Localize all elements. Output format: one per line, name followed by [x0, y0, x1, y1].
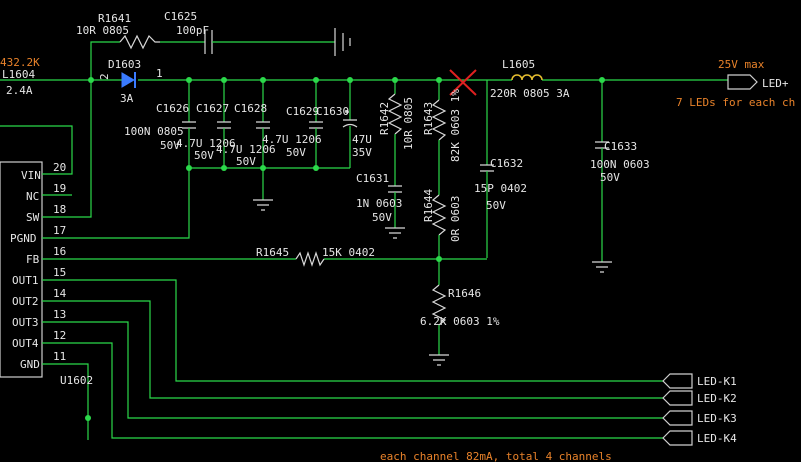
- c1628-ref: C1628: [234, 102, 267, 115]
- d1603-symbol: [121, 72, 136, 88]
- c1628-value: 4.7U 1206: [216, 143, 276, 156]
- l1605-value: 220R 0805 3A: [490, 87, 570, 100]
- c1627-value: 4.7U 1206: [176, 137, 236, 150]
- c1632-ref: C1632: [490, 157, 523, 170]
- c1629-value: 4.7U 1206: [262, 133, 322, 146]
- c1626-voltage: 50V: [160, 139, 180, 152]
- pin-14-name: OUT2: [12, 295, 39, 308]
- pin-17-name: PGND: [10, 232, 37, 245]
- capacitor-bank: [182, 80, 358, 211]
- u1602-body: [0, 161, 43, 378]
- bottom-note: each channel 82mA, total 4 channels: [380, 450, 612, 462]
- l1605-ref: L1605: [502, 58, 535, 71]
- c1632-branch: [480, 80, 494, 258]
- c1630-value: 47U: [352, 133, 372, 146]
- c1632-voltage: 50V: [486, 199, 506, 212]
- r1642-value: 10R 0805: [402, 97, 415, 150]
- r1646-ref: R1646: [448, 287, 481, 300]
- led-k4-label: LED-K4: [697, 432, 737, 445]
- pin-17-num: 17: [53, 224, 66, 237]
- c1629-voltage: 50V: [286, 146, 306, 159]
- led-k-ports: [662, 373, 693, 446]
- junction-dots: [85, 77, 605, 421]
- c1627-voltage: 50V: [194, 149, 214, 162]
- r1644-value: 0R 0603: [449, 196, 462, 242]
- c1631-voltage: 50V: [372, 211, 392, 224]
- c1632-value: 15P 0402: [474, 182, 527, 195]
- c1633-ref: C1633: [604, 140, 637, 153]
- led-k2-label: LED-K2: [697, 392, 737, 405]
- r1644-ref: R1644: [422, 189, 435, 222]
- led-k3-label: LED-K3: [697, 412, 737, 425]
- r1643-value: 82K 0603 1%: [449, 89, 462, 162]
- left-net-top: 432.2K: [0, 56, 40, 69]
- r1645-value: 15K 0402: [322, 246, 375, 259]
- l1605-symbol: [511, 74, 543, 81]
- c1630-ref: C1630: [316, 105, 349, 118]
- r1642-ref: R1642: [378, 102, 391, 135]
- c1625-ref: C1625: [164, 10, 197, 23]
- pin-19-name: NC: [26, 190, 39, 203]
- pin-14-num: 14: [53, 287, 67, 300]
- feedback-divider: [429, 80, 449, 366]
- pin-11-num: 11: [53, 350, 66, 363]
- c1633-voltage: 50V: [600, 171, 620, 184]
- pin-13-name: OUT3: [12, 316, 39, 329]
- pin-12-num: 12: [53, 329, 66, 342]
- led-plus-port: [727, 74, 758, 90]
- pin-13-num: 13: [53, 308, 66, 321]
- led-k1-label: LED-K1: [697, 375, 737, 388]
- u1602-ref: U1602: [60, 374, 93, 387]
- c1627-ref: C1627: [196, 102, 229, 115]
- r1646-value: 6.2K 0603 1%: [420, 315, 500, 328]
- c1629-ref: C1629: [286, 105, 319, 118]
- d1603-ref: D1603: [108, 58, 141, 71]
- r1641-c1625-branch: [90, 28, 351, 80]
- pin-20-num: 20: [53, 161, 66, 174]
- d1603-pin1: 1: [156, 67, 163, 80]
- r1645-symbol: [295, 251, 325, 267]
- pin-16-name: FB: [26, 253, 40, 266]
- pin-15-num: 15: [53, 266, 66, 279]
- output-voltage-note: 25V max: [718, 58, 765, 71]
- c1631-ref: C1631: [356, 172, 389, 185]
- d1603-current: 3A: [120, 92, 134, 105]
- led-plus-label: LED+: [762, 77, 789, 90]
- c1631-value: 1N 0603: [356, 197, 402, 210]
- leds-note: 7 LEDs for each ch: [676, 96, 795, 109]
- r1641-value: 10R 0805: [76, 24, 129, 37]
- c1633-branch: [592, 80, 612, 273]
- r1642-c1631-branch: [385, 80, 405, 239]
- pin-12-name: OUT4: [12, 337, 39, 350]
- r1643-ref: R1643: [422, 102, 435, 135]
- pin-18-name: SW: [26, 211, 40, 224]
- pin-15-name: OUT1: [12, 274, 39, 287]
- pin-20-name: VIN: [21, 169, 41, 182]
- c1630-voltage: 35V: [352, 146, 372, 159]
- r1641-ref: R1641: [98, 12, 131, 25]
- pin-16-num: 16: [53, 245, 66, 258]
- u1602-pin-lines: [0, 80, 663, 440]
- l1604-ref: L1604: [2, 68, 35, 81]
- r1643-dnp-mark: [449, 69, 477, 96]
- d1603-pin2: 2: [98, 73, 111, 80]
- c1625-value: 100pF: [176, 24, 209, 37]
- pin-19-num: 19: [53, 182, 66, 195]
- c1626-value: 100N 0805: [124, 125, 184, 138]
- r1645-ref: R1645: [256, 246, 289, 259]
- c1633-value: 100N 0603: [590, 158, 650, 171]
- c1628-voltage: 50V: [236, 155, 256, 168]
- pin-18-num: 18: [53, 203, 66, 216]
- l1604-current: 2.4A: [6, 84, 33, 97]
- pin-11-name: GND: [20, 358, 40, 371]
- c1626-ref: C1626: [156, 102, 189, 115]
